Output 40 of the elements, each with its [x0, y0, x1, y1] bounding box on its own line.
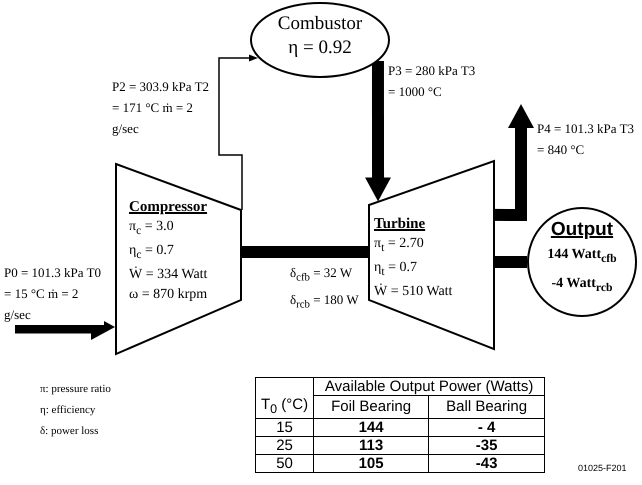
table-cell: 25 [256, 436, 314, 454]
parameter-text: π$_{c}$ = 3.0 [129, 218, 175, 239]
parameter-text: Ẇ = 510 Watt [374, 282, 454, 301]
node-title: Compressor [129, 198, 208, 217]
table-cell: - 4 [428, 418, 545, 436]
table-cell: T$_{0}$ (°C) [256, 396, 314, 418]
table-cell: Available Output Power (Watts) [314, 378, 545, 396]
table-cell: -35 [428, 436, 545, 454]
node-title: Turbine [374, 215, 426, 234]
legend-text: η: efficiency [40, 404, 96, 416]
table-cell: 105 [314, 454, 429, 472]
table-cell: 113 [314, 436, 429, 454]
trapezoid-node [368, 160, 495, 350]
parameter-text: η$_{c}$ = 0.7 [129, 242, 175, 263]
arrow [494, 104, 534, 222]
parameter-text: Ẇ = 334 Watt [129, 266, 208, 284]
arrow [218, 54, 258, 210]
table-cell: -43 [428, 454, 545, 472]
parameter-text: π$_{t}$ = 2.70 [374, 235, 425, 256]
parameter-text: η = 0.92 [287, 36, 353, 60]
legend-text: π: pressure ratio [40, 383, 111, 395]
table-cell: 144 [314, 418, 429, 436]
table-cell: 15 [256, 418, 314, 436]
circle-node [527, 207, 637, 317]
node-title: Output [550, 218, 614, 242]
node-title: Combustor [276, 12, 364, 36]
figure-id: 01025-F201 [578, 463, 627, 473]
connector-line [495, 256, 527, 268]
parameter-text: 144 Watt$_{cfb}$ [546, 246, 618, 267]
table-cell: Ball Bearing [428, 396, 545, 418]
ellipse-node [250, 2, 390, 78]
parameter-text: -4 Watt$_{rcb}$ [550, 274, 614, 296]
legend-text: δ: power loss [40, 425, 98, 437]
table-cell: 50 [256, 454, 314, 472]
arrow [365, 60, 392, 202]
parameter-text: η$_{t}$ = 0.7 [374, 258, 418, 280]
trapezoid-node [115, 163, 242, 355]
connector-line [242, 246, 368, 258]
table-cell: Foil Bearing [314, 396, 429, 418]
parameter-text: ω = 870 krpm [129, 286, 208, 304]
